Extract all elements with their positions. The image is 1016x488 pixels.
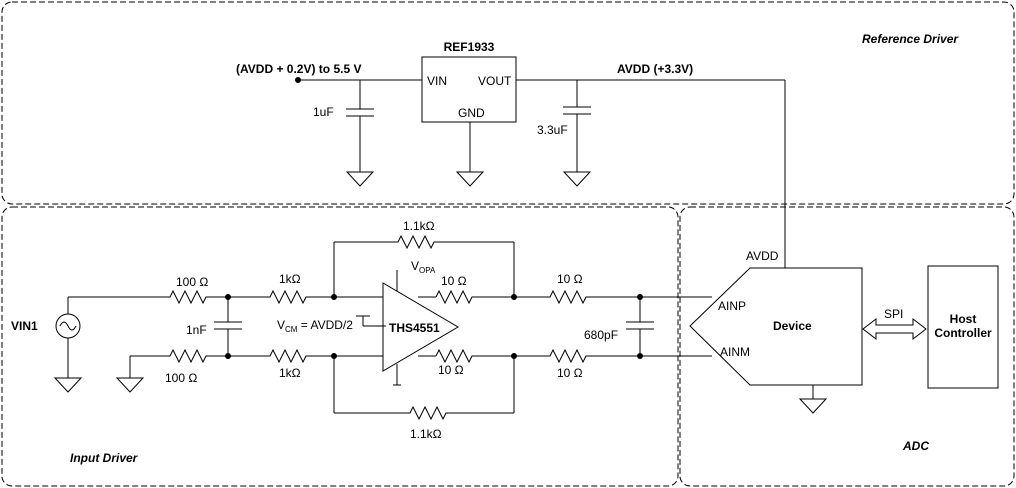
resistor-1k1-bottom-label: 1.1kΩ bbox=[410, 427, 442, 441]
host-label-line2: Controller bbox=[934, 326, 992, 340]
vopa-label: VOPA bbox=[411, 259, 436, 275]
cap-680pf-label: 680pF bbox=[584, 328, 618, 342]
resistor-1k-top bbox=[228, 289, 334, 305]
ref-vout-pin: VOUT bbox=[478, 74, 512, 88]
vcm-label: VCM = AVDD/2 bbox=[277, 318, 353, 334]
resistor-10-out-top-label: 10 Ω bbox=[441, 274, 467, 288]
resistor-100-top-label: 100 Ω bbox=[176, 275, 208, 289]
input-driver-title: Input Driver bbox=[70, 451, 139, 465]
source-label: VIN1 bbox=[11, 319, 38, 333]
ground-symbol bbox=[116, 371, 144, 393]
adc-title: ADC bbox=[902, 439, 929, 453]
cap-1nf-label: 1nF bbox=[186, 323, 207, 337]
input-driver-box bbox=[1, 206, 679, 487]
resistor-100-top bbox=[165, 289, 228, 305]
ground-symbol bbox=[563, 165, 591, 187]
resistor-1k-bottom-label: 1kΩ bbox=[279, 366, 301, 380]
reference-driver-box bbox=[1, 1, 1015, 205]
resistor-1k-bottom bbox=[228, 348, 334, 364]
ainp-pin: AINP bbox=[718, 299, 746, 313]
avdd-output-label: AVDD (+3.3V) bbox=[617, 62, 693, 76]
supply-label: (AVDD + 0.2V) to 5.5 V bbox=[236, 62, 361, 76]
avdd-pin: AVDD bbox=[746, 249, 779, 263]
resistor-10-filter-top-label: 10 Ω bbox=[557, 272, 583, 286]
reference-driver-title: Reference Driver bbox=[862, 32, 959, 46]
resistor-1k1-top-label: 1.1kΩ bbox=[403, 219, 435, 233]
ref1933-name: REF1933 bbox=[444, 40, 495, 54]
spi-label: SPI bbox=[884, 307, 903, 321]
resistor-10-filter-bottom bbox=[514, 348, 640, 364]
cap-1uf-label: 1uF bbox=[313, 105, 334, 119]
resistor-10-out-top bbox=[435, 289, 514, 305]
resistor-100-bottom-label: 100 Ω bbox=[165, 371, 197, 385]
resistor-1k1-top bbox=[334, 234, 514, 250]
supply-node bbox=[295, 77, 301, 83]
ainm-pin: AINM bbox=[720, 345, 750, 359]
device-label: Device bbox=[773, 319, 812, 333]
adc-device bbox=[689, 267, 863, 386]
resistor-1k1-bottom bbox=[334, 405, 514, 421]
ref-vin-pin: VIN bbox=[427, 74, 447, 88]
host-label-line1: Host bbox=[950, 312, 977, 326]
resistor-10-out-bottom-label: 10 Ω bbox=[438, 363, 464, 377]
amp-name: THS4551 bbox=[389, 321, 440, 335]
ref1933-chip bbox=[421, 56, 517, 123]
resistor-10-filter-top bbox=[514, 289, 640, 305]
resistor-10-filter-bottom-label: 10 Ω bbox=[557, 366, 583, 380]
sine-wave-icon bbox=[59, 321, 77, 331]
ground-symbol bbox=[799, 392, 827, 414]
cap-3u3f-label: 3.3uF bbox=[537, 123, 568, 137]
resistor-100-bottom bbox=[165, 348, 228, 364]
host-controller bbox=[927, 265, 999, 389]
ground-symbol bbox=[346, 165, 374, 187]
adc-box bbox=[679, 206, 1015, 487]
resistor-1k-top-label: 1kΩ bbox=[279, 272, 301, 286]
resistor-10-out-bottom bbox=[435, 348, 514, 364]
ground-symbol bbox=[54, 371, 82, 393]
spi-arrow-icon bbox=[862, 317, 927, 341]
ground-symbol bbox=[456, 165, 484, 187]
ref-gnd-pin: GND bbox=[458, 106, 485, 120]
ths4551-amplifier bbox=[382, 282, 459, 372]
